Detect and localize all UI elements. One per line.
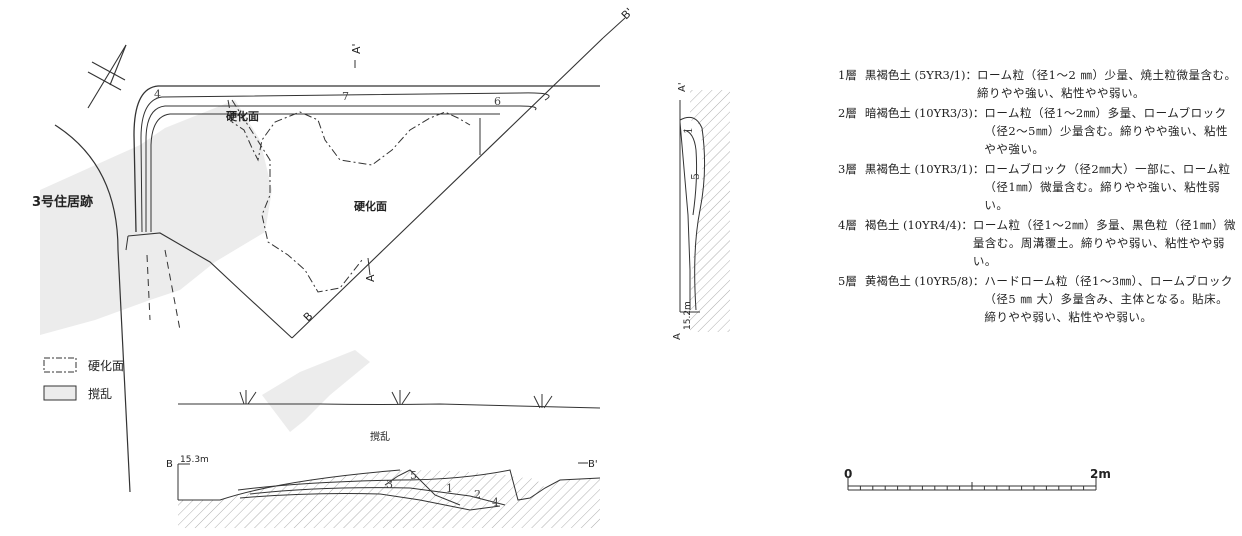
ditch-outer xyxy=(133,85,600,233)
hardened-label-2: 硬化面 xyxy=(354,199,387,213)
scale-end: 2m xyxy=(1090,467,1111,481)
layer-color: 黄褐色土 (10YR5/8)： xyxy=(864,274,985,288)
plan-num-6: 6 xyxy=(494,95,501,108)
layer-desc: ハードローム粒（径1～3㎜）、ロームブロック（径5 ㎜ 大）多量含み、主体となる… xyxy=(984,274,1233,324)
disturbed-legend-label: 撹乱 xyxy=(88,387,112,401)
layer-name: 2層 xyxy=(838,106,857,120)
disturbed-area xyxy=(40,100,272,335)
layer-desc: ローム粒（径1～2㎜）多量、黒色粒（径1㎜）微量含む。周溝覆土。締りやや弱い、粘… xyxy=(972,218,1236,268)
house-ruin-wall xyxy=(54,124,131,493)
section-a-soil xyxy=(690,90,730,332)
layer-name: 4層 xyxy=(838,218,857,232)
layer-item: 4層褐色土 (10YR4/4)：ローム粒（径1～2㎜）多量、黒色粒（径1㎜）微量… xyxy=(838,216,1238,270)
point-a-plan: A xyxy=(364,274,377,282)
pit-outline-lower xyxy=(127,232,293,339)
layer-name: 1層 xyxy=(838,68,857,82)
layer-desc: ローム粒（径1～2㎜）多量、ロームブロック（径2～5㎜）少量含む。締りやや強い、… xyxy=(984,106,1228,156)
scale-start: 0 xyxy=(844,467,852,481)
hardened-legend-swatch xyxy=(43,357,77,373)
disturbance-label: 撹乱 xyxy=(370,430,390,443)
disturbed-area-lower xyxy=(262,350,370,432)
point-b-section: B xyxy=(166,459,173,470)
layer-item: 1層黒褐色土 (5YR3/1)：ローム粒（径1～2 ㎜）少量、焼土粒微量含む。締… xyxy=(838,66,1238,102)
layer-item: 2層暗褐色土 (10YR3/3)：ローム粒（径1～2㎜）多量、ロームブロック（径… xyxy=(838,104,1238,158)
point-b-prime-plan: B' xyxy=(619,5,636,22)
plan-num-7: 7 xyxy=(342,90,349,103)
layer-desc: ロームブロック（径2㎜大）一部に、ローム粒（径1㎜）微量含む。締りやや強い、粘性… xyxy=(984,162,1231,212)
hardened-label-1: 硬化面 xyxy=(226,109,259,123)
ditch-inner-3 xyxy=(150,113,500,232)
layer-name: 5層 xyxy=(838,274,857,288)
layer-color: 黒褐色土 (5YR3/1)： xyxy=(864,68,978,82)
grass-icon xyxy=(391,390,411,405)
section-a: A' A 15.2m 1 5 xyxy=(672,82,730,340)
section-b-num-2: 2 xyxy=(474,488,481,501)
section-b-num-4: 4 xyxy=(492,496,499,509)
disturbed-legend-swatch xyxy=(43,385,77,401)
layer-name: 3層 xyxy=(838,162,857,176)
section-b-num-5: 5 xyxy=(410,469,417,482)
north-arrow-icon xyxy=(87,44,127,109)
grass-icon xyxy=(239,390,257,405)
section-line-b xyxy=(291,37,604,339)
section-a-num-5: 5 xyxy=(689,173,702,180)
ditch-inner-2 xyxy=(145,105,537,232)
hardened-legend-label: 硬化面 xyxy=(88,359,124,373)
section-b-num-1: 1 xyxy=(446,482,453,495)
layer-item: 3層黒褐色土 (10YR3/1)：ロームブロック（径2㎜大）一部に、ローム粒（径… xyxy=(838,160,1238,214)
layer-desc: ローム粒（径1～2 ㎜）少量、焼土粒微量含む。締りやや強い、粘性やや弱い。 xyxy=(977,68,1237,100)
layer-item: 5層黄褐色土 (10YR5/8)：ハードローム粒（径1～3㎜）、ロームブロック（… xyxy=(838,272,1238,326)
hardened-surface-boundary xyxy=(227,99,471,293)
layer-color: 暗褐色土 (10YR3/3)： xyxy=(864,106,985,120)
plan-view: 3号住居跡 硬化面 硬化面 4 7 6 A' A B B' xyxy=(32,5,636,493)
section-b: B 15.3m B' 撹乱 5 3 1 2 4 xyxy=(166,430,601,528)
a-elevation: 15.2m xyxy=(683,301,693,330)
point-b-plan: B xyxy=(301,310,316,325)
section-b-num-3: 3 xyxy=(386,478,393,491)
section-b-soil xyxy=(178,470,600,528)
ground-surface xyxy=(178,390,601,409)
grass-icon xyxy=(533,394,553,409)
ditch-inner-1 xyxy=(140,92,550,233)
point-b-prime-section: B' xyxy=(588,459,598,470)
point-a-prime-section: A' xyxy=(677,82,688,92)
layer-descriptions: 1層黒褐色土 (5YR3/1)：ローム粒（径1～2 ㎜）少量、焼土粒微量含む。締… xyxy=(838,66,1238,328)
section-a-num-1: 1 xyxy=(682,127,695,134)
plan-num-4: 4 xyxy=(154,88,161,101)
scale-bar: 0 2m xyxy=(844,467,1111,491)
b-elevation: 15.3m xyxy=(180,455,209,465)
layer-color: 黒褐色土 (10YR3/1)： xyxy=(864,162,985,176)
symbol-legend: 硬化面 撹乱 xyxy=(43,357,124,401)
point-a-section: A xyxy=(672,333,683,340)
layer-color: 褐色土 (10YR4/4)： xyxy=(864,218,973,232)
point-a-prime-plan: A' xyxy=(350,43,363,54)
house-ruin-label: 3号住居跡 xyxy=(32,194,93,210)
